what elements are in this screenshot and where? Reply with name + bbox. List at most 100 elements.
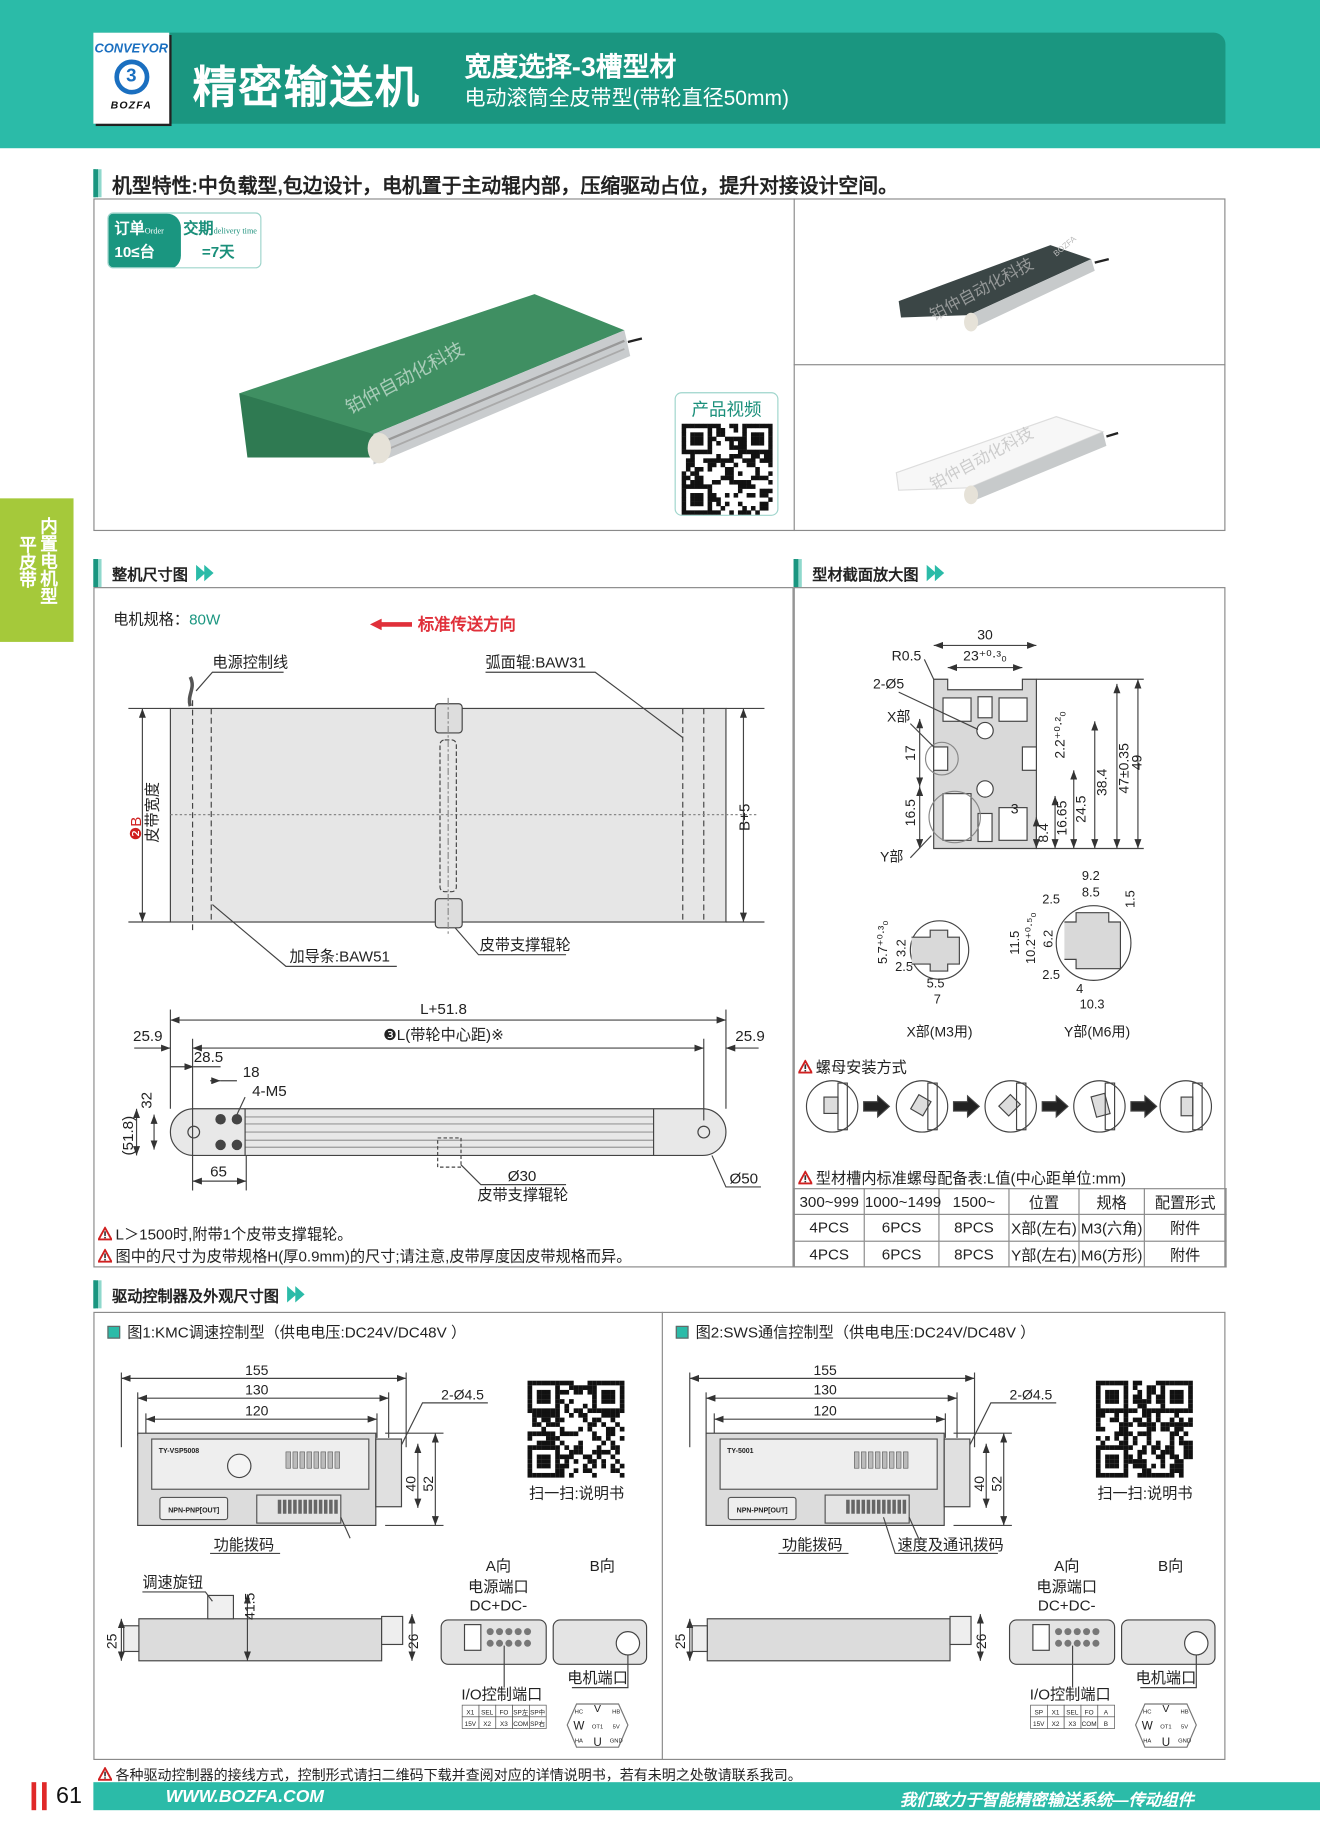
- qr-module: [767, 488, 773, 494]
- double-chevron-icon: [196, 564, 214, 582]
- qr-module: [759, 501, 764, 507]
- footer-website-link[interactable]: WWW.BOZFA.COM: [165, 1786, 324, 1807]
- qr-module: [707, 506, 712, 511]
- qr-module: [746, 484, 751, 489]
- footer-slogan: 我们致力于智能精密输送系统—传动组件: [899, 1790, 1194, 1810]
- qr-module: [741, 449, 747, 455]
- nut-table-title-text: 型材槽内标准螺母配备表:L值(中心距单位:mm): [815, 1169, 1127, 1187]
- qr-module: [702, 449, 708, 455]
- qr-module: [698, 501, 703, 507]
- qr-module: [694, 423, 699, 429]
- delivery-value: =7天: [201, 242, 235, 261]
- qr-module: [707, 427, 712, 433]
- table-header: 位置: [1008, 1188, 1080, 1216]
- qr-module: [733, 427, 738, 433]
- qr-module: [694, 510, 699, 515]
- warning-icon: [798, 1059, 813, 1074]
- qr-module: [681, 488, 686, 494]
- qr-module: [763, 449, 768, 455]
- footer-bar: [93, 1782, 1320, 1811]
- table-header: 1500~: [938, 1188, 1010, 1216]
- qr-module: [707, 467, 712, 472]
- order-en-label: Order: [144, 226, 164, 236]
- panel2-caption: 图2:SWS通信控制型（供电电压:DC24V/DC48V ）: [675, 1320, 1036, 1342]
- qr-module: [763, 454, 768, 459]
- qr-module: [754, 475, 760, 481]
- qr-module: [689, 510, 695, 515]
- panel-icon: [107, 1325, 121, 1339]
- qr-module: [767, 432, 773, 437]
- qr-module: [694, 475, 699, 481]
- note-text: 图中的尺寸为皮带规格H(厚0.9mm)的尺寸;请注意,皮带厚度因皮带规格而异。: [115, 1247, 632, 1266]
- product-video-qr[interactable]: 产品视频: [674, 392, 779, 516]
- qr-module: [763, 501, 768, 507]
- nut-install-title-text: 螺母安装方式: [815, 1058, 907, 1077]
- qr-module: [733, 423, 738, 429]
- qr-module: [750, 454, 755, 459]
- qr-module: [767, 462, 773, 468]
- qr-module: [724, 501, 729, 507]
- bottom-note-text: 各种驱动控制器的接线方式，控制形式请扫二维码下载并查阅对应的详情说明书，若有未明…: [115, 1767, 802, 1784]
- product-video-label: 产品视频: [691, 400, 762, 421]
- qr-module: [702, 484, 708, 489]
- qr-module: [759, 458, 764, 463]
- table-cell: 附件: [1143, 1214, 1227, 1242]
- qr-module: [750, 484, 755, 489]
- header-title-band: [93, 32, 1226, 124]
- qr-module: [737, 480, 742, 485]
- qr-module: [698, 423, 703, 429]
- table-cell: 6PCS: [863, 1240, 940, 1268]
- drive-heading-text: 驱动控制器及外观尺寸图: [112, 1286, 279, 1305]
- table-cell: X部(左右): [1008, 1214, 1080, 1242]
- qr-module: [694, 493, 699, 498]
- qr-module: [737, 449, 742, 455]
- qr-module: [750, 506, 755, 511]
- motor-spec-label: 电机规格：: [113, 610, 190, 628]
- qr-module: [728, 441, 734, 446]
- qr-module: [698, 441, 703, 446]
- qr-module: [728, 436, 734, 442]
- qr-module: [767, 458, 773, 463]
- qr-module: [694, 480, 699, 485]
- warning-icon: [98, 1226, 113, 1241]
- table-header: 配置形式: [1143, 1188, 1227, 1216]
- warning-icon: [98, 1248, 113, 1263]
- qr-module: [754, 467, 760, 472]
- qr-module: [681, 475, 686, 481]
- side-tab-line2: 平皮带: [16, 535, 37, 589]
- qr-module: [685, 458, 690, 463]
- qr-module: [694, 449, 699, 455]
- qr-module: [733, 436, 738, 442]
- qr-module: [767, 436, 773, 442]
- table-header: 1000~1499: [863, 1188, 941, 1216]
- qr-module: [681, 445, 686, 450]
- qr-module: [750, 441, 755, 446]
- qr-module: [759, 436, 764, 442]
- warning-icon: [798, 1170, 813, 1185]
- qr-module: [707, 445, 712, 450]
- qr-module: [759, 475, 764, 481]
- qr-module: [698, 510, 703, 515]
- qr-module: [698, 480, 703, 485]
- qr-module: [741, 480, 747, 485]
- qr-module: [681, 436, 686, 442]
- delivery-info: 交期delivery time=7天: [183, 218, 257, 261]
- qr-module: [750, 423, 755, 429]
- qr-module: [698, 475, 703, 481]
- qr-module: [737, 501, 742, 507]
- qr-module: [702, 510, 708, 515]
- qr-module: [711, 480, 716, 485]
- panel2-caption-text: 图2:SWS通信控制型（供电电压:DC24V/DC48V ）: [695, 1323, 1036, 1342]
- qr-module: [720, 475, 725, 481]
- arrow-left-icon: [369, 618, 412, 631]
- qr-module: [767, 454, 773, 459]
- qr-module: [711, 462, 716, 468]
- qr-module: [733, 480, 738, 485]
- heading-bar: [93, 1280, 99, 1309]
- qr-module: [724, 458, 729, 463]
- qr-module: [711, 436, 716, 442]
- qr-module: [707, 501, 712, 507]
- side-category-tab[interactable]: 内置电机型 平皮带: [0, 498, 74, 642]
- qr-module: [741, 506, 747, 511]
